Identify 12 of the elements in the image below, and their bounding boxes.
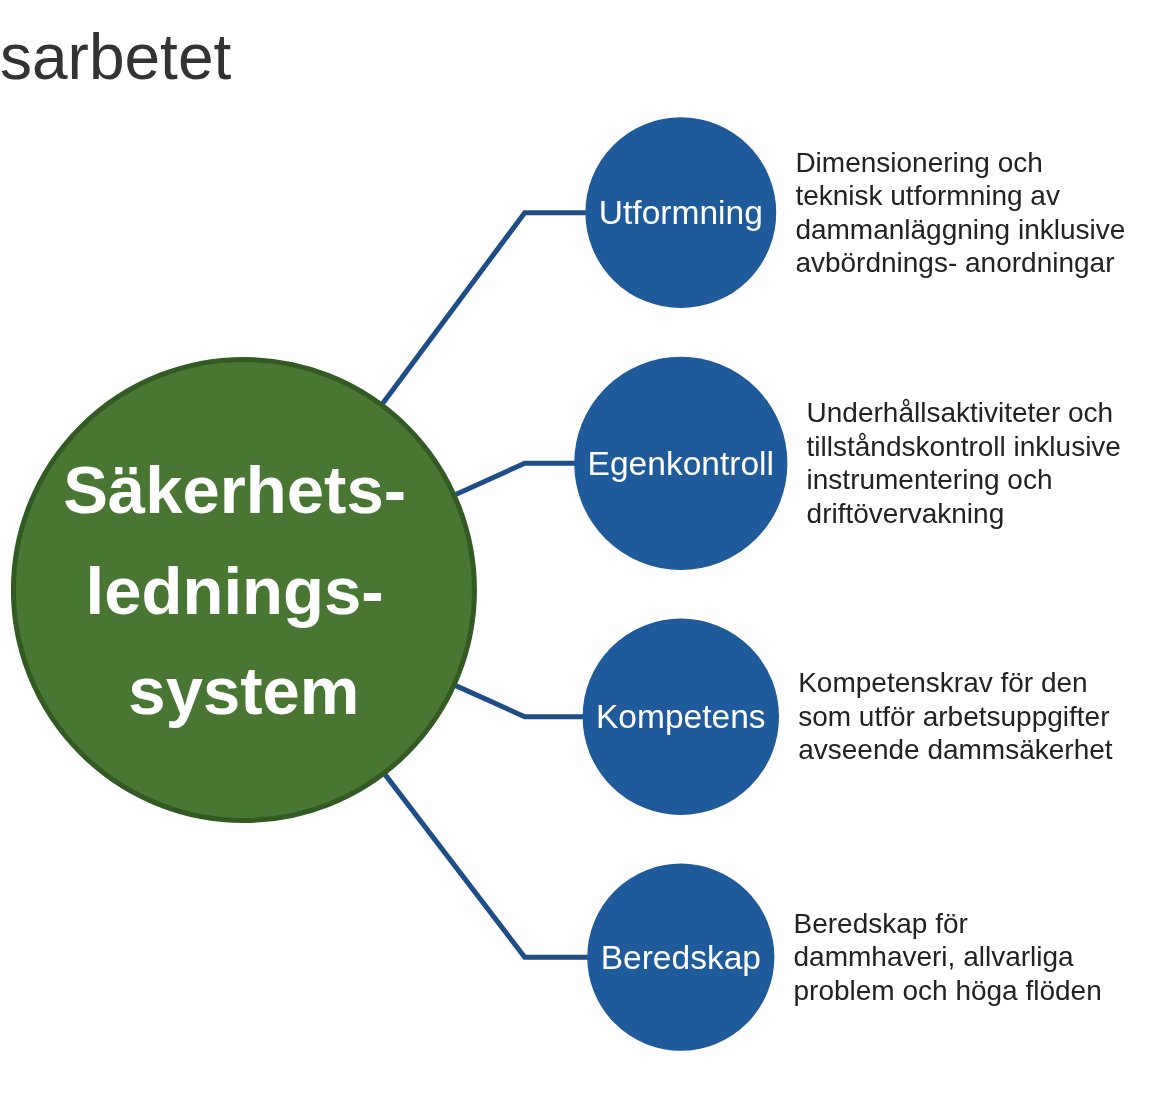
connector: [381, 771, 589, 960]
node-circle: Säkerhets- lednings- system: [10, 357, 477, 824]
connector: [379, 210, 587, 407]
node-circle: Beredskap: [587, 863, 775, 1051]
bullet-text: Underhållsaktiviteter och tillståndskontroll inklusive instrumentering och driftövervakning: [806, 396, 1122, 531]
node-circle: Utformning: [585, 117, 777, 309]
bullet-text: Beredskap för dammhaveri, allvarliga problem och höga flöden: [793, 906, 1103, 1008]
bullet-text: Dimensionering och teknisk utformning av dammanläggning inklusive avbördnings- anordningar: [795, 145, 1126, 281]
bullet-text: Kompetenskrav för den som utför arbetsuppgifter avseende dammsäkerhet: [798, 666, 1114, 768]
node-circle: Kompetens: [582, 618, 780, 815]
slide-title: sarbetet: [0, 20, 233, 94]
node-circle: Egenkontroll: [574, 356, 788, 570]
